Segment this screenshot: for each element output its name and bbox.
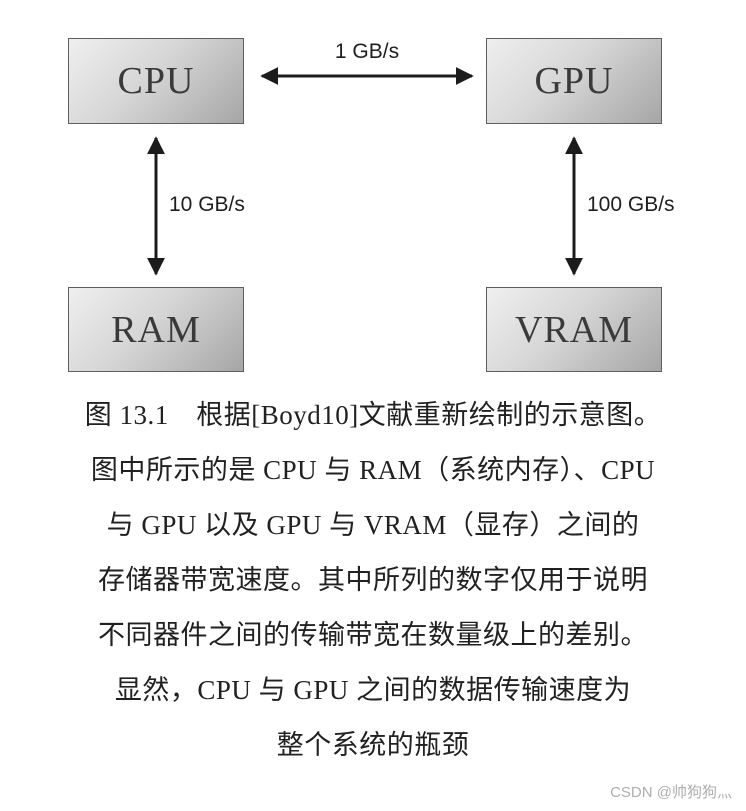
gpu-vram-bandwidth-label: 100 GB/s [587,193,675,216]
caption-line: 与 GPU 以及 GPU 与 VRAM（显存）之间的 [106,510,640,540]
csdn-watermark: CSDN @帅狗狗灬 [610,784,732,801]
ram-node-label: RAM [111,308,201,351]
figure-caption: 图 13.1 根据[Boyd10]文献重新绘制的示意图。 图中所示的是 CPU … [0,388,746,773]
cpu-node-label: CPU [117,60,195,102]
cpu-ram-bandwidth-label: 10 GB/s [169,193,245,216]
cpu-node: CPU [68,38,244,124]
vram-node-label: VRAM [514,308,634,351]
caption-line: 图 13.1 根据[Boyd10]文献重新绘制的示意图。 [84,400,662,430]
caption-line: 存储器带宽速度。其中所列的数字仅用于说明 [98,565,648,595]
caption-line: 不同器件之间的传输带宽在数量级上的差别。 [98,620,648,650]
gpu-node-label: GPU [534,60,614,102]
cpu-gpu-bandwidth-label: 1 GB/s [334,40,400,63]
gpu-node: GPU [486,38,662,124]
vram-node: VRAM [486,287,662,372]
caption-line: 图中所示的是 CPU 与 RAM（系统内存）、CPU [90,455,656,485]
ram-node: RAM [68,287,244,372]
caption-line: 整个系统的瓶颈 [276,730,470,760]
bandwidth-arrows [147,67,583,276]
caption-line: 显然，CPU 与 GPU 之间的数据传输速度为 [114,675,632,705]
